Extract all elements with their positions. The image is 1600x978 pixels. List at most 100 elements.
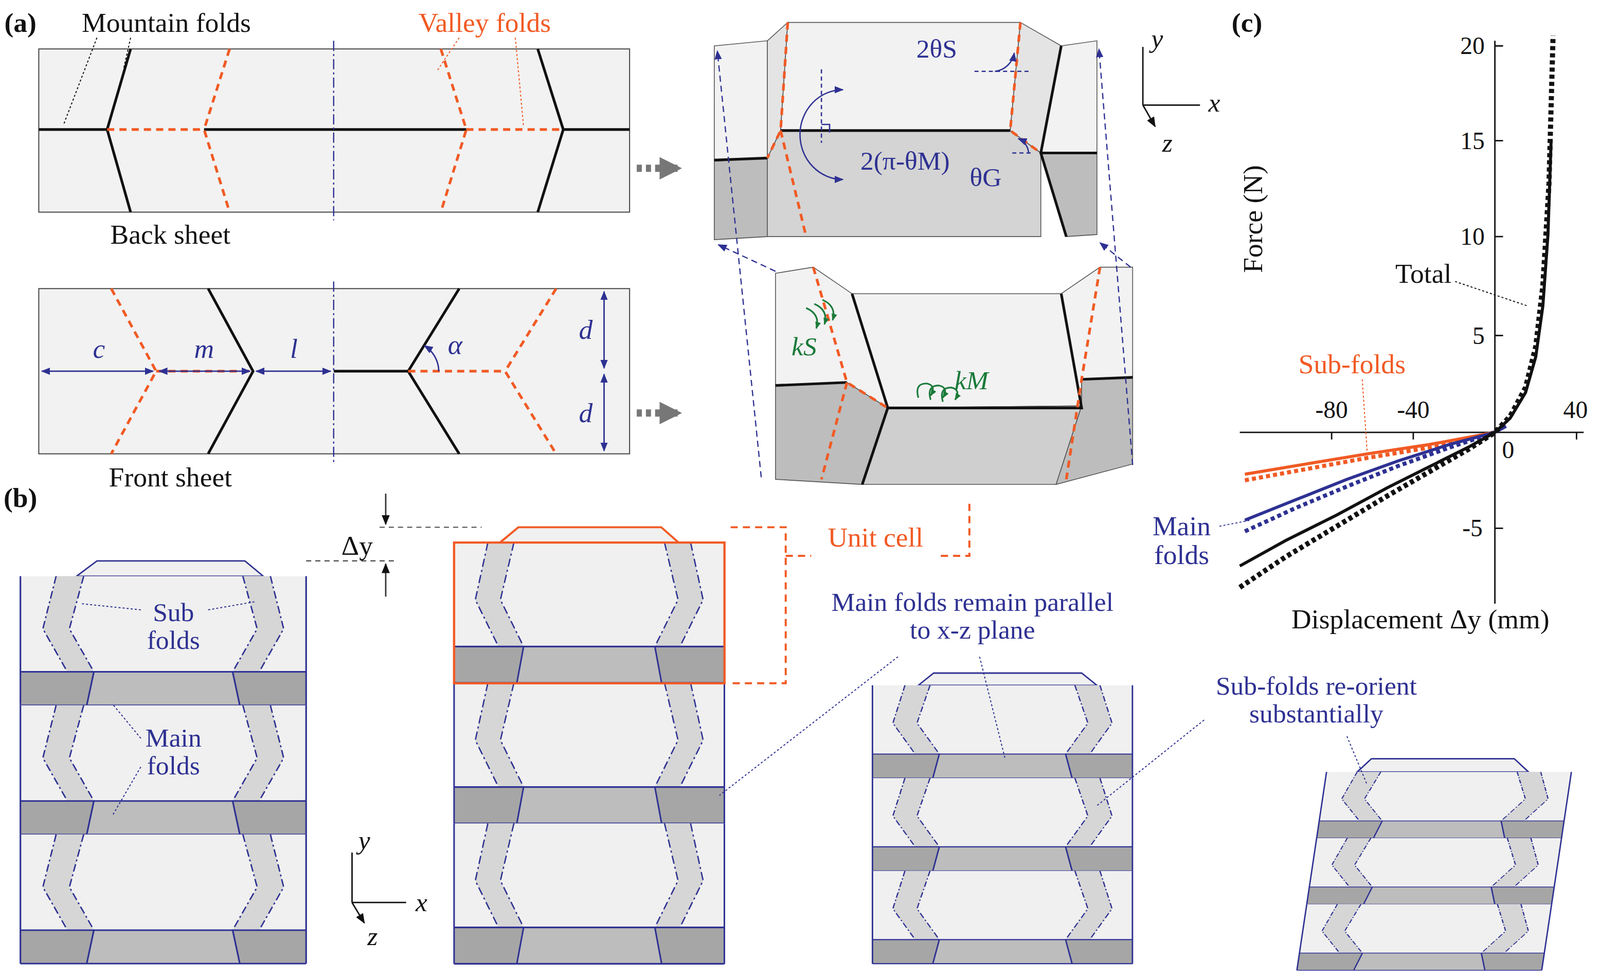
- folded-back-sheet: [714, 157, 768, 240]
- tick-label: 0: [1502, 437, 1515, 463]
- axis-title: Force (N): [1238, 165, 1268, 274]
- leader-line: [63, 37, 524, 126]
- folded-front-sheet: [852, 293, 1082, 408]
- angle-mark: [821, 124, 830, 133]
- origami-stack: [20, 576, 307, 706]
- data-curve: [1245, 432, 1496, 481]
- stiffness-label: kS: [791, 332, 817, 361]
- spring-symbol: [805, 308, 818, 329]
- tick-label: 20: [1460, 32, 1485, 59]
- assembly-arrow: [718, 244, 776, 272]
- back-sheet: [333, 40, 335, 221]
- folded-back-sheet: [1040, 40, 1098, 153]
- axis-letter: z: [367, 922, 378, 951]
- axis-triad: [351, 852, 406, 924]
- panel-letter: (c): [1231, 8, 1263, 38]
- axis-triad: [1142, 46, 1200, 127]
- origami-stack-stretched: [454, 542, 725, 684]
- origami-stack: [20, 576, 307, 964]
- axis-triad: [1142, 46, 1200, 127]
- transition-arrow: [636, 409, 678, 417]
- displacement-dimension: [306, 493, 482, 597]
- assembly-arrow: [1099, 48, 1133, 465]
- dimension-arrow: [603, 374, 605, 452]
- transition-arrow: [636, 164, 678, 172]
- angle-label: α: [447, 330, 463, 359]
- leader-line: [1219, 519, 1252, 527]
- dimension-arrow: [424, 345, 439, 372]
- dimension-label: Δy: [341, 531, 373, 561]
- folded-back-sheet: [714, 45, 1098, 237]
- callout-label: Unit cell: [827, 523, 924, 552]
- spring-symbol: [822, 299, 834, 321]
- spring-symbol: [814, 303, 826, 325]
- tick-label: 5: [1472, 322, 1485, 349]
- folded-back-sheet: [1040, 152, 1098, 237]
- assembly-arrow: [1100, 242, 1131, 268]
- origami-stack-stretched: [454, 542, 725, 683]
- axis-letter: x: [415, 888, 428, 917]
- angle-label: θG: [969, 163, 1002, 192]
- dimension-arrow: [603, 291, 605, 369]
- origami-stack-compressed: [918, 673, 1098, 686]
- chart-axes: [1494, 40, 1496, 604]
- axis-triad: [351, 852, 406, 924]
- axis-letter: y: [1151, 24, 1163, 53]
- angle-mark: [800, 90, 843, 181]
- origami-stack-sheared: [1316, 771, 1572, 839]
- angle-mark: [1012, 152, 1033, 154]
- dimension-label: m: [193, 334, 214, 364]
- origami-stack-sheared: [1306, 838, 1562, 905]
- chart-axes: [1239, 40, 1585, 604]
- axis-letter: x: [1208, 88, 1221, 117]
- dimension-label: l: [290, 334, 298, 364]
- angle-mark: [994, 52, 1015, 72]
- sheet-label: Front sheet: [109, 462, 232, 492]
- tick-label: -40: [1396, 397, 1430, 423]
- origami-stack-sheared: [1297, 759, 1572, 971]
- folded-front-sheet: [1055, 377, 1133, 485]
- origami-stack-compressed: [872, 871, 1133, 964]
- angle-label: 2(π-θM): [860, 147, 950, 175]
- origami-stack: [20, 834, 307, 964]
- chart-axes: [1495, 45, 1504, 529]
- dimension-arrow: [41, 291, 604, 451]
- leader-line: [81, 601, 1368, 816]
- origami-stack-stretched: [454, 682, 725, 824]
- front-sheet: [333, 281, 335, 465]
- series-label: Total: [1395, 258, 1452, 288]
- dimension-arrow: [41, 370, 153, 373]
- displacement-dimension: [385, 564, 387, 597]
- dimension-label: d: [578, 398, 593, 428]
- series-label: Sub-folds: [1298, 349, 1406, 379]
- origami-stack-stretched: [454, 542, 725, 964]
- data-curve: [1239, 35, 1554, 588]
- origami-stack-compressed: [872, 673, 1133, 964]
- panel-letter: (a): [4, 8, 37, 38]
- callout-label: Sub-folds re-orient substantially: [1181, 671, 1452, 728]
- displacement-dimension: [306, 527, 482, 561]
- tick-label: -5: [1462, 515, 1483, 542]
- origami-stack-sheared: [1357, 759, 1529, 773]
- folded-back-sheet: [767, 130, 1041, 237]
- callout-label: Main folds: [130, 724, 218, 780]
- angle-mark: [1018, 138, 1029, 154]
- folded-back-sheet: [714, 22, 1098, 240]
- axis-letter: z: [1162, 129, 1173, 157]
- origami-stack-sheared: [1297, 904, 1552, 971]
- origami-stack-sheared: [1297, 771, 1572, 971]
- folded-back-sheet: [780, 22, 1021, 131]
- origami-stack-compressed: [872, 685, 1133, 779]
- origami-stack-compressed: [872, 685, 1133, 964]
- back-sheet: [106, 48, 564, 212]
- tick-label: 15: [1460, 128, 1485, 154]
- sheet-label: Back sheet: [110, 220, 231, 249]
- leader-line: [63, 37, 131, 126]
- angle-mark: [974, 70, 1031, 73]
- dimension-label: c: [93, 334, 106, 364]
- front-sheet: [38, 281, 630, 465]
- folded-front-sheet: [862, 405, 1083, 485]
- tick-label: 10: [1460, 223, 1485, 250]
